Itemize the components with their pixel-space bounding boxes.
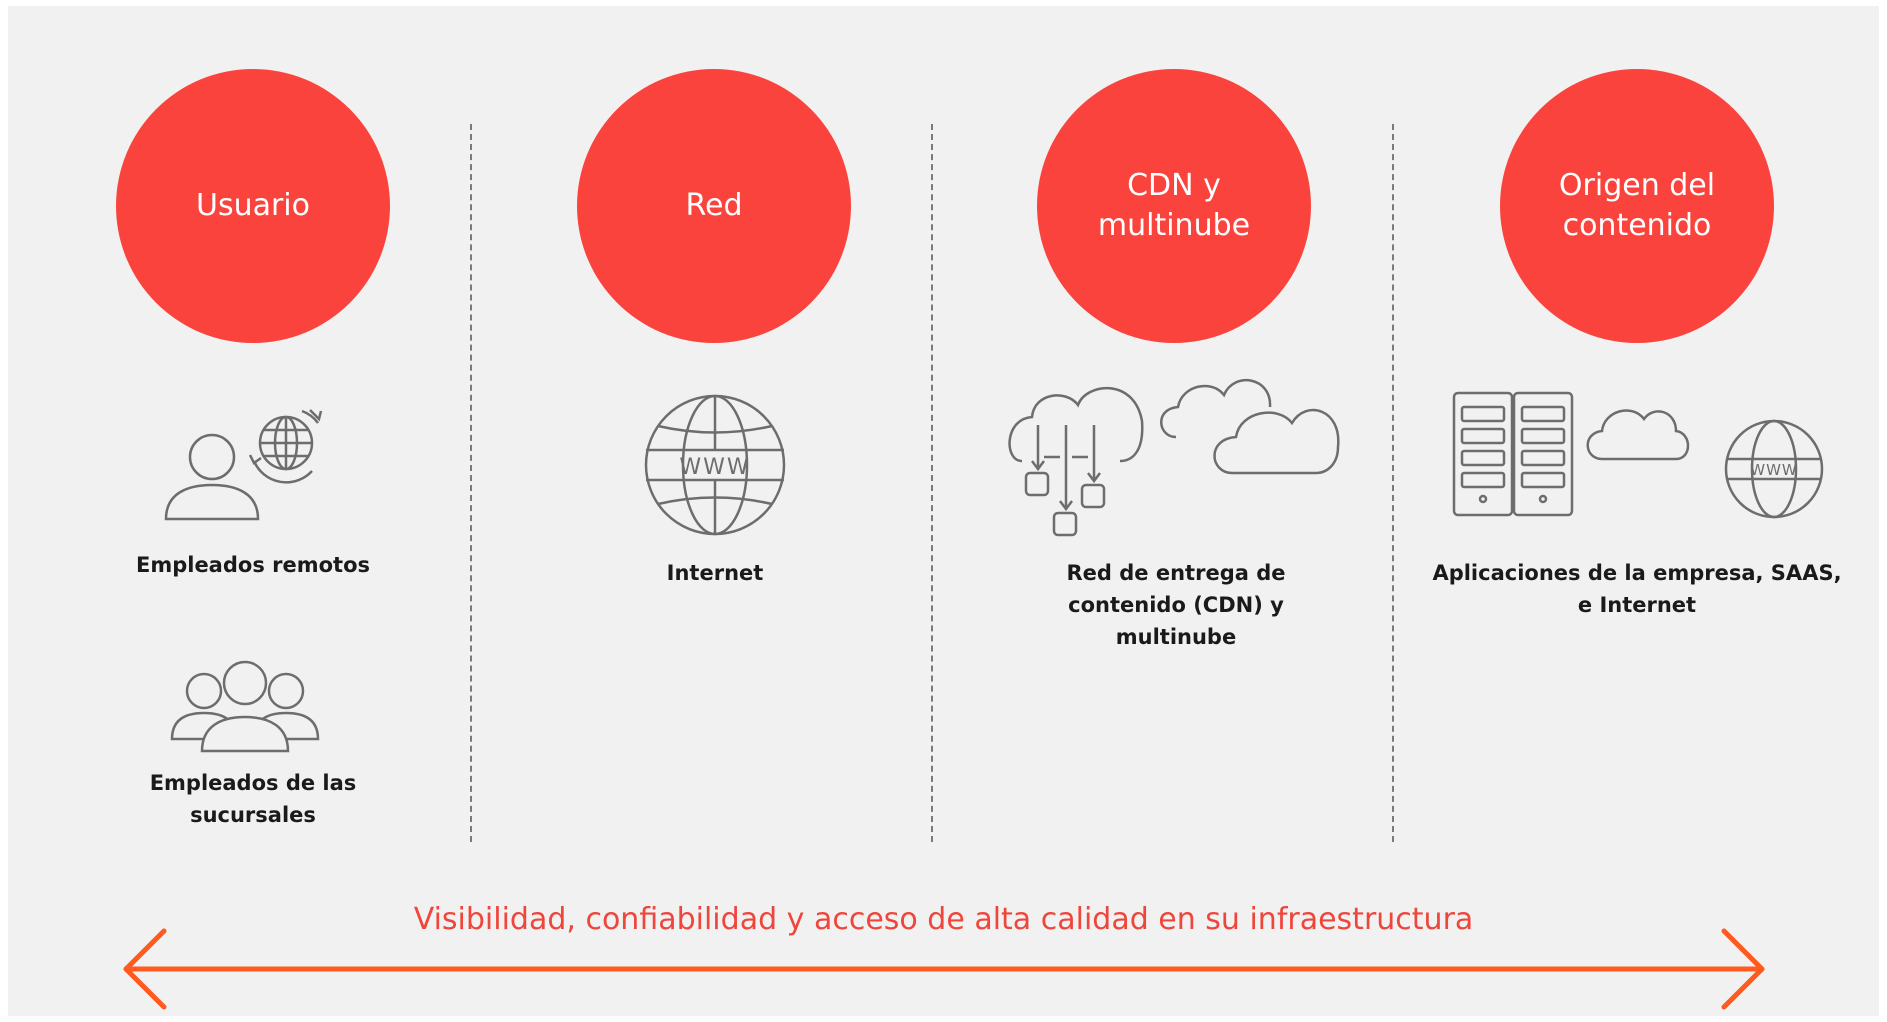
circle-cdn: CDN y multinube bbox=[1037, 69, 1311, 343]
column-divider bbox=[470, 124, 472, 842]
column-cdn: CDN y multinube Red de entrega de conten… bbox=[945, 6, 1407, 1016]
server-cloud-www-icon: WWW bbox=[1452, 389, 1832, 519]
column-origen: Origen del contenido WWW Aplicaciones de… bbox=[1406, 6, 1868, 1016]
circle-title: Usuario bbox=[195, 188, 310, 223]
group-people-icon bbox=[170, 661, 320, 756]
column-usuario: Usuario Empleados remotos Empleados de l bbox=[22, 6, 484, 1016]
circle-title: CDN y multinube bbox=[1097, 168, 1251, 243]
item-label: Red de entrega de contenido (CDN) y mult… bbox=[1066, 561, 1286, 649]
circle-title: Red bbox=[685, 188, 743, 223]
double-arrow-icon bbox=[123, 928, 1765, 1010]
column-red: Red WWW Internet bbox=[484, 6, 946, 1016]
item-label: Internet bbox=[666, 561, 764, 585]
circle-usuario: Usuario bbox=[116, 69, 390, 343]
item-label: Aplicaciones de la empresa, SAAS, e Inte… bbox=[1432, 561, 1842, 617]
svg-text:WWW: WWW bbox=[679, 455, 750, 480]
circle-origen: Origen del contenido bbox=[1500, 69, 1774, 343]
column-divider bbox=[931, 124, 933, 842]
cdn-multicloud-icon bbox=[1004, 369, 1344, 539]
item-label: Empleados de las sucursales bbox=[149, 771, 357, 827]
svg-text:WWW: WWW bbox=[1750, 461, 1798, 479]
www-globe-icon: WWW bbox=[644, 394, 786, 536]
banner-text: Visibilidad, confiabilidad y acceso de a… bbox=[413, 902, 1474, 937]
item-label: Empleados remotos bbox=[135, 553, 370, 577]
circle-red: Red bbox=[577, 69, 851, 343]
circle-title: Origen del contenido bbox=[1558, 168, 1716, 243]
diagram-panel: Usuario Empleados remotos Empleados de l bbox=[8, 6, 1879, 1016]
column-divider bbox=[1392, 124, 1394, 842]
remote-worker-globe-icon bbox=[162, 401, 322, 541]
